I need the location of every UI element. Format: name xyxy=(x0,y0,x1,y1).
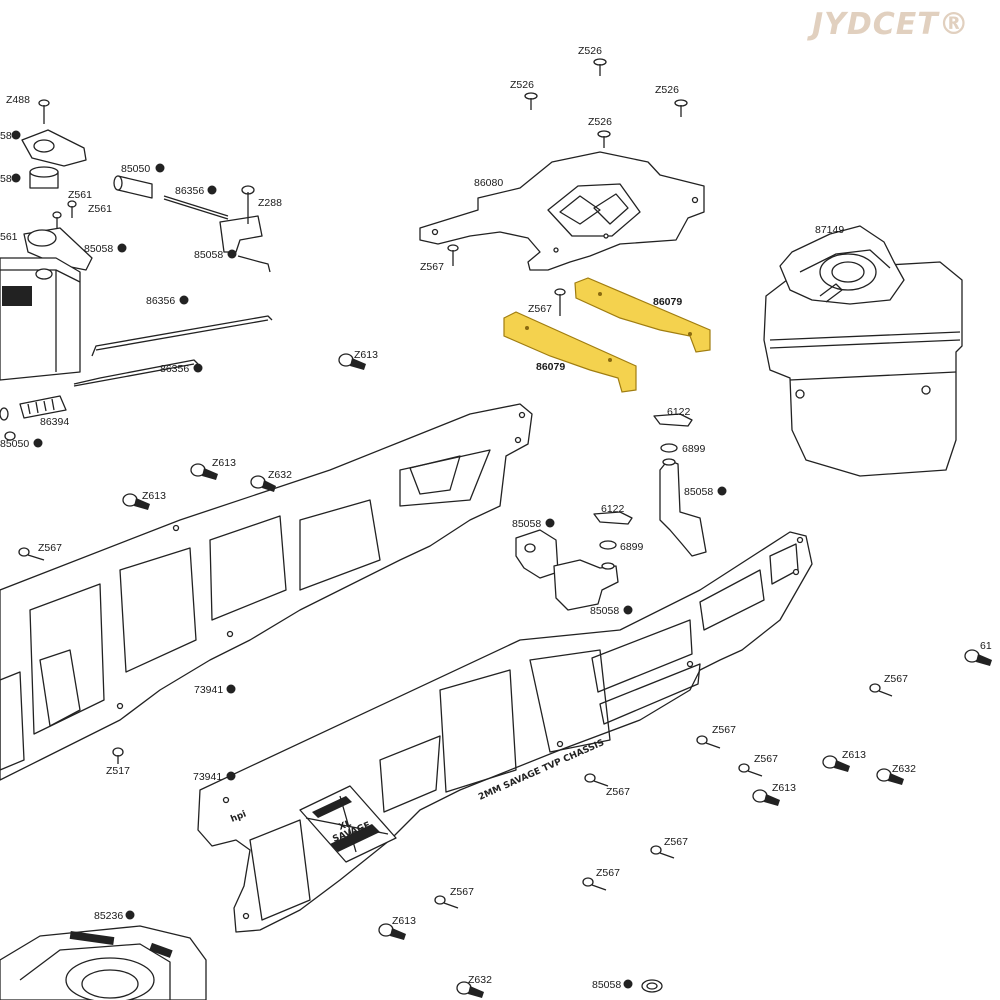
part-label: 561 xyxy=(0,231,18,243)
screw-z526-icon xyxy=(524,58,688,148)
callout-dot-icon xyxy=(207,185,217,195)
part-label: Z567 xyxy=(664,836,688,848)
watermark: JYDCET® xyxy=(807,7,970,42)
part-label: Z526 xyxy=(655,84,679,96)
part-label: 6899 xyxy=(682,443,706,455)
part-label: 85058 xyxy=(84,243,113,255)
callout-dot-icon xyxy=(226,771,236,781)
part-label: Z567 xyxy=(450,886,474,898)
spacer-ring-icon xyxy=(641,979,663,993)
part-label: 86356 xyxy=(175,185,204,197)
part-label: 58 xyxy=(0,130,12,142)
part-label: 86080 xyxy=(474,177,503,189)
part-label: 6122 xyxy=(667,406,691,418)
part-label: Z632 xyxy=(892,763,916,775)
callout-dot-icon xyxy=(155,163,165,173)
part-label: Z613 xyxy=(354,349,378,361)
screw-z613-icon xyxy=(338,353,366,370)
screw-z567-icon xyxy=(434,683,893,909)
callout-dot-icon xyxy=(125,910,135,920)
part-label: 86394 xyxy=(40,416,69,428)
part-label-highlighted: 86079 xyxy=(653,296,682,308)
part-label: Z632 xyxy=(468,974,492,986)
callout-dot-icon xyxy=(623,605,633,615)
cover-85236 xyxy=(0,925,207,1000)
screw-z613-icon xyxy=(122,493,150,510)
callout-dot-icon xyxy=(33,438,43,448)
chassis-plate-73941-left xyxy=(0,403,533,781)
callout-dot-icon xyxy=(623,979,633,989)
part-label: 73941 xyxy=(194,684,223,696)
part-label: Z517 xyxy=(106,765,130,777)
part-label: 85236 xyxy=(94,910,123,922)
callout-dot-icon xyxy=(117,243,127,253)
linkage-parts xyxy=(0,175,273,441)
part-label: 85058 xyxy=(590,605,619,617)
part-label: Z526 xyxy=(588,116,612,128)
part-label: 86356 xyxy=(146,295,175,307)
part-label: Z613 xyxy=(842,749,866,761)
part-label: Z567 xyxy=(884,673,908,685)
part-label: Z288 xyxy=(258,197,282,209)
part-label: 86356 xyxy=(160,363,189,375)
screw-z567-icon xyxy=(18,547,45,561)
part-label: Z613 xyxy=(772,782,796,794)
screw-z613-icon xyxy=(378,755,850,940)
screw-z567-icon xyxy=(447,244,459,266)
servo-saver-parts xyxy=(0,99,93,381)
part-label: Z567 xyxy=(528,303,552,315)
callout-dot-icon xyxy=(545,518,555,528)
part-label: 85058 xyxy=(512,518,541,530)
part-label: Z567 xyxy=(38,542,62,554)
part-label: 85050 xyxy=(121,163,150,175)
part-label: Z613 xyxy=(392,915,416,927)
part-label: Z526 xyxy=(510,79,534,91)
part-label: 6122 xyxy=(601,503,625,515)
part-label: 85058 xyxy=(194,249,223,261)
part-label: 87149 xyxy=(815,224,844,236)
callout-dot-icon xyxy=(226,684,236,694)
part-label: Z567 xyxy=(606,786,630,798)
part-label: Z561 xyxy=(88,203,112,215)
part-label: 85058 xyxy=(684,486,713,498)
part-label: 58 xyxy=(0,173,12,185)
fuel-tank-87149 xyxy=(763,225,963,477)
part-label: Z567 xyxy=(754,753,778,765)
part-label: Z488 xyxy=(6,94,30,106)
callout-dot-icon xyxy=(227,249,237,259)
part-label-highlighted: 86079 xyxy=(536,361,565,373)
xl-badge: XL xyxy=(337,819,353,833)
bracket-parts-85058 xyxy=(515,413,707,611)
callout-dot-icon xyxy=(179,295,189,305)
part-label: 85058 xyxy=(592,979,621,991)
rail-86079-highlighted xyxy=(503,277,711,393)
part-label: Z567 xyxy=(596,867,620,879)
part-label: Z567 xyxy=(712,724,736,736)
screw-z517-icon xyxy=(112,747,124,764)
part-label: 85050 xyxy=(0,438,29,450)
callout-dot-icon xyxy=(193,363,203,373)
callout-dot-icon xyxy=(11,130,21,140)
callout-dot-icon xyxy=(11,173,21,183)
part-label: 61 xyxy=(980,640,992,652)
screw-z613-icon xyxy=(964,649,992,666)
screw-z613-icon xyxy=(190,463,218,480)
part-label: Z567 xyxy=(420,261,444,273)
part-label: Z613 xyxy=(212,457,236,469)
screw-z632-icon xyxy=(250,475,276,492)
part-label: 73941 xyxy=(193,771,222,783)
screw-z567-icon xyxy=(554,288,566,316)
part-label: Z613 xyxy=(142,490,166,502)
chassis-plate-73941-main xyxy=(197,531,813,933)
part-label: Z526 xyxy=(578,45,602,57)
plate-86080 xyxy=(419,151,705,271)
part-label: Z561 xyxy=(68,189,92,201)
callout-dot-icon xyxy=(717,486,727,496)
part-label: 6899 xyxy=(620,541,644,553)
screw-z632-icon xyxy=(456,768,904,998)
part-label: Z632 xyxy=(268,469,292,481)
